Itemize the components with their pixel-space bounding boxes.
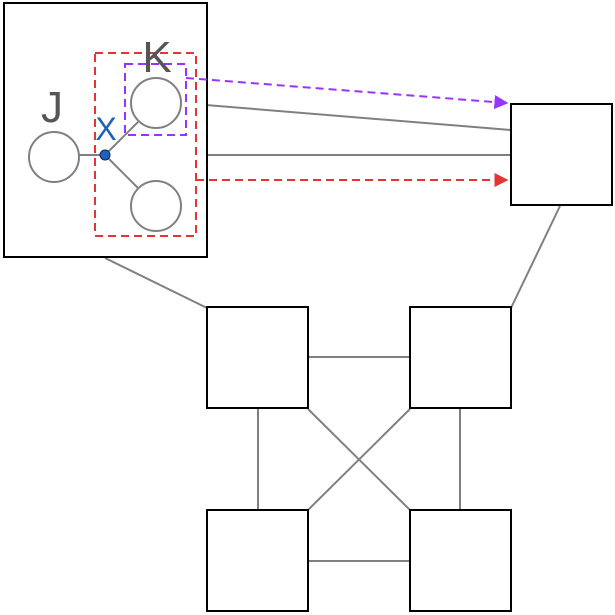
circle-node-k: [130, 77, 182, 129]
edge-top-right-to-bottom-left: [307, 408, 411, 511]
edge-x-to-k: [104, 121, 139, 156]
edge-right-box-to-top-right-box: [510, 205, 561, 309]
circle-node-bottom: [130, 180, 182, 232]
dashed-purple-region: [124, 63, 187, 136]
box-bottom-left: [206, 509, 309, 612]
label-x: X: [95, 111, 116, 147]
box-top-left: [206, 306, 309, 409]
point-x: [99, 149, 111, 161]
box-bottom-right: [409, 509, 512, 612]
edge-zoom-to-top-left-box: [104, 257, 208, 309]
box-top-right: [409, 306, 512, 409]
edge-x-to-bottom-circle: [104, 154, 139, 189]
label-j: J: [41, 83, 63, 132]
box-right: [510, 103, 613, 206]
label-k: K: [142, 33, 171, 82]
circle-node-j: [28, 131, 80, 183]
purple-dashed-arrow: [185, 77, 509, 110]
edge-k-to-right-box: [180, 102, 512, 131]
